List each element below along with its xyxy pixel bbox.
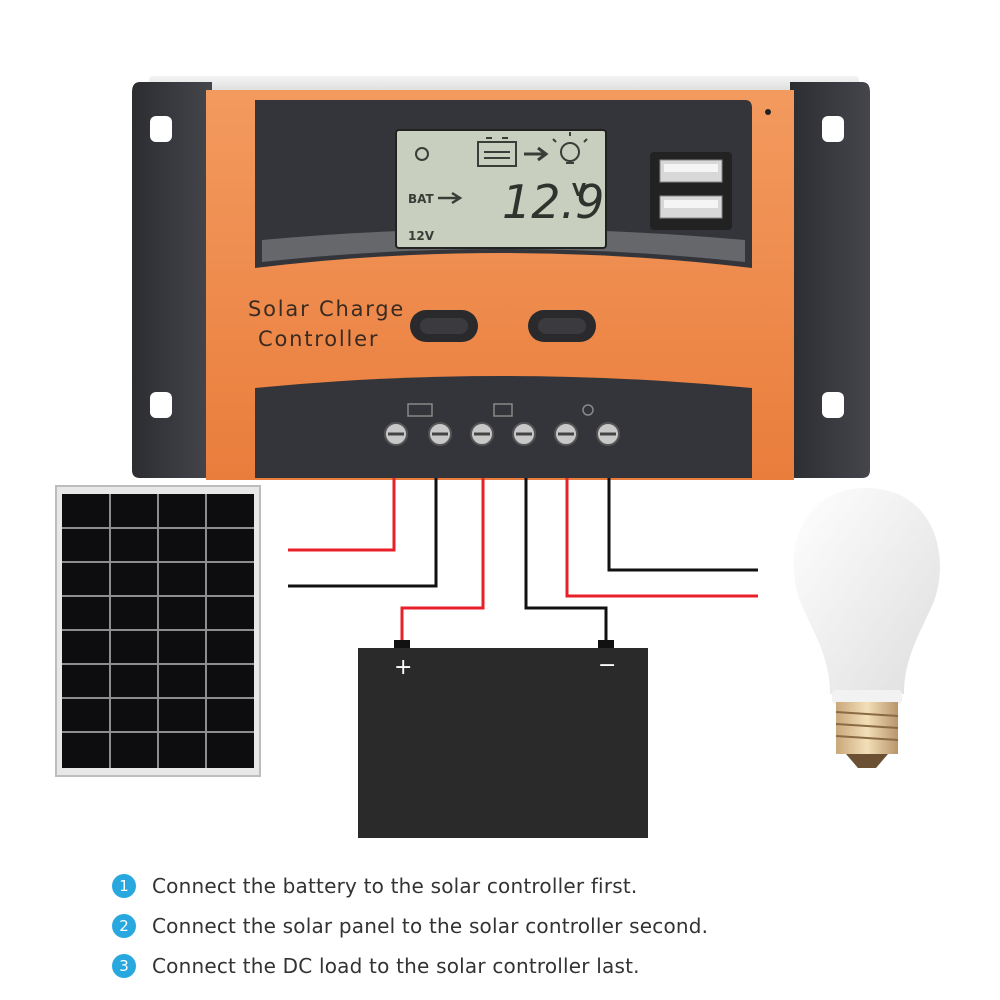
mount-slot bbox=[822, 116, 844, 142]
charge-controller: BAT 12.9 V 12V Solar Charge Controller bbox=[132, 76, 870, 480]
usb-ports bbox=[650, 152, 732, 230]
sun-icon bbox=[415, 147, 429, 161]
battery: + − bbox=[358, 640, 648, 838]
controller-label-line2: Controller bbox=[258, 327, 379, 351]
wires bbox=[288, 478, 758, 644]
left-mount-wing bbox=[132, 82, 212, 478]
step-1: 1 Connect the battery to the solar contr… bbox=[112, 866, 972, 906]
mount-slot bbox=[822, 392, 844, 418]
step-number: 1 bbox=[112, 874, 136, 898]
mount-slot bbox=[150, 116, 172, 142]
solar-panel-icon bbox=[407, 403, 433, 417]
light-bulb-icon bbox=[552, 132, 588, 164]
step-number: 2 bbox=[112, 914, 136, 938]
battery-negative-wire bbox=[524, 478, 608, 644]
load-negative-wire bbox=[607, 478, 758, 572]
arrow-right-icon bbox=[438, 191, 463, 205]
terminal-icons bbox=[407, 403, 594, 417]
terminal-screws bbox=[384, 422, 620, 446]
lcd-voltage: 12.9 bbox=[502, 175, 604, 229]
solar-positive-wire bbox=[288, 478, 396, 552]
battery-positive-terminal bbox=[394, 640, 410, 650]
battery-terminal-icon bbox=[493, 403, 513, 417]
step-2: 2 Connect the solar panel to the solar c… bbox=[112, 906, 972, 946]
instruction-steps: 1 Connect the battery to the solar contr… bbox=[112, 866, 972, 986]
arrow-right-icon bbox=[524, 146, 549, 162]
battery-icon bbox=[477, 137, 517, 167]
battery-positive-mark: + bbox=[394, 655, 412, 680]
load-positive-wire bbox=[565, 478, 758, 598]
controller-label-line1: Solar Charge bbox=[248, 297, 405, 321]
battery-negative-mark: − bbox=[598, 653, 616, 678]
bulb-terminal-icon bbox=[582, 404, 594, 416]
step-text: Connect the DC load to the solar control… bbox=[152, 954, 640, 978]
solar-negative-wire bbox=[288, 478, 438, 588]
lcd-system-voltage: 12V bbox=[408, 229, 435, 243]
lcd-voltage-unit: V bbox=[572, 180, 586, 201]
terminal-block bbox=[255, 376, 752, 478]
step-text: Connect the battery to the solar control… bbox=[152, 874, 638, 898]
lcd-screen bbox=[395, 129, 607, 249]
right-mount-wing bbox=[790, 82, 870, 478]
status-led bbox=[765, 109, 771, 115]
lcd-bat-label: BAT bbox=[408, 192, 435, 206]
mount-slot bbox=[150, 392, 172, 418]
solar-panel bbox=[55, 485, 261, 777]
battery-positive-wire bbox=[400, 478, 485, 644]
step-number: 3 bbox=[112, 954, 136, 978]
step-3: 3 Connect the DC load to the solar contr… bbox=[112, 946, 972, 986]
step-text: Connect the solar panel to the solar con… bbox=[152, 914, 709, 938]
light-bulb-load bbox=[793, 488, 940, 768]
battery-negative-terminal bbox=[598, 640, 614, 650]
